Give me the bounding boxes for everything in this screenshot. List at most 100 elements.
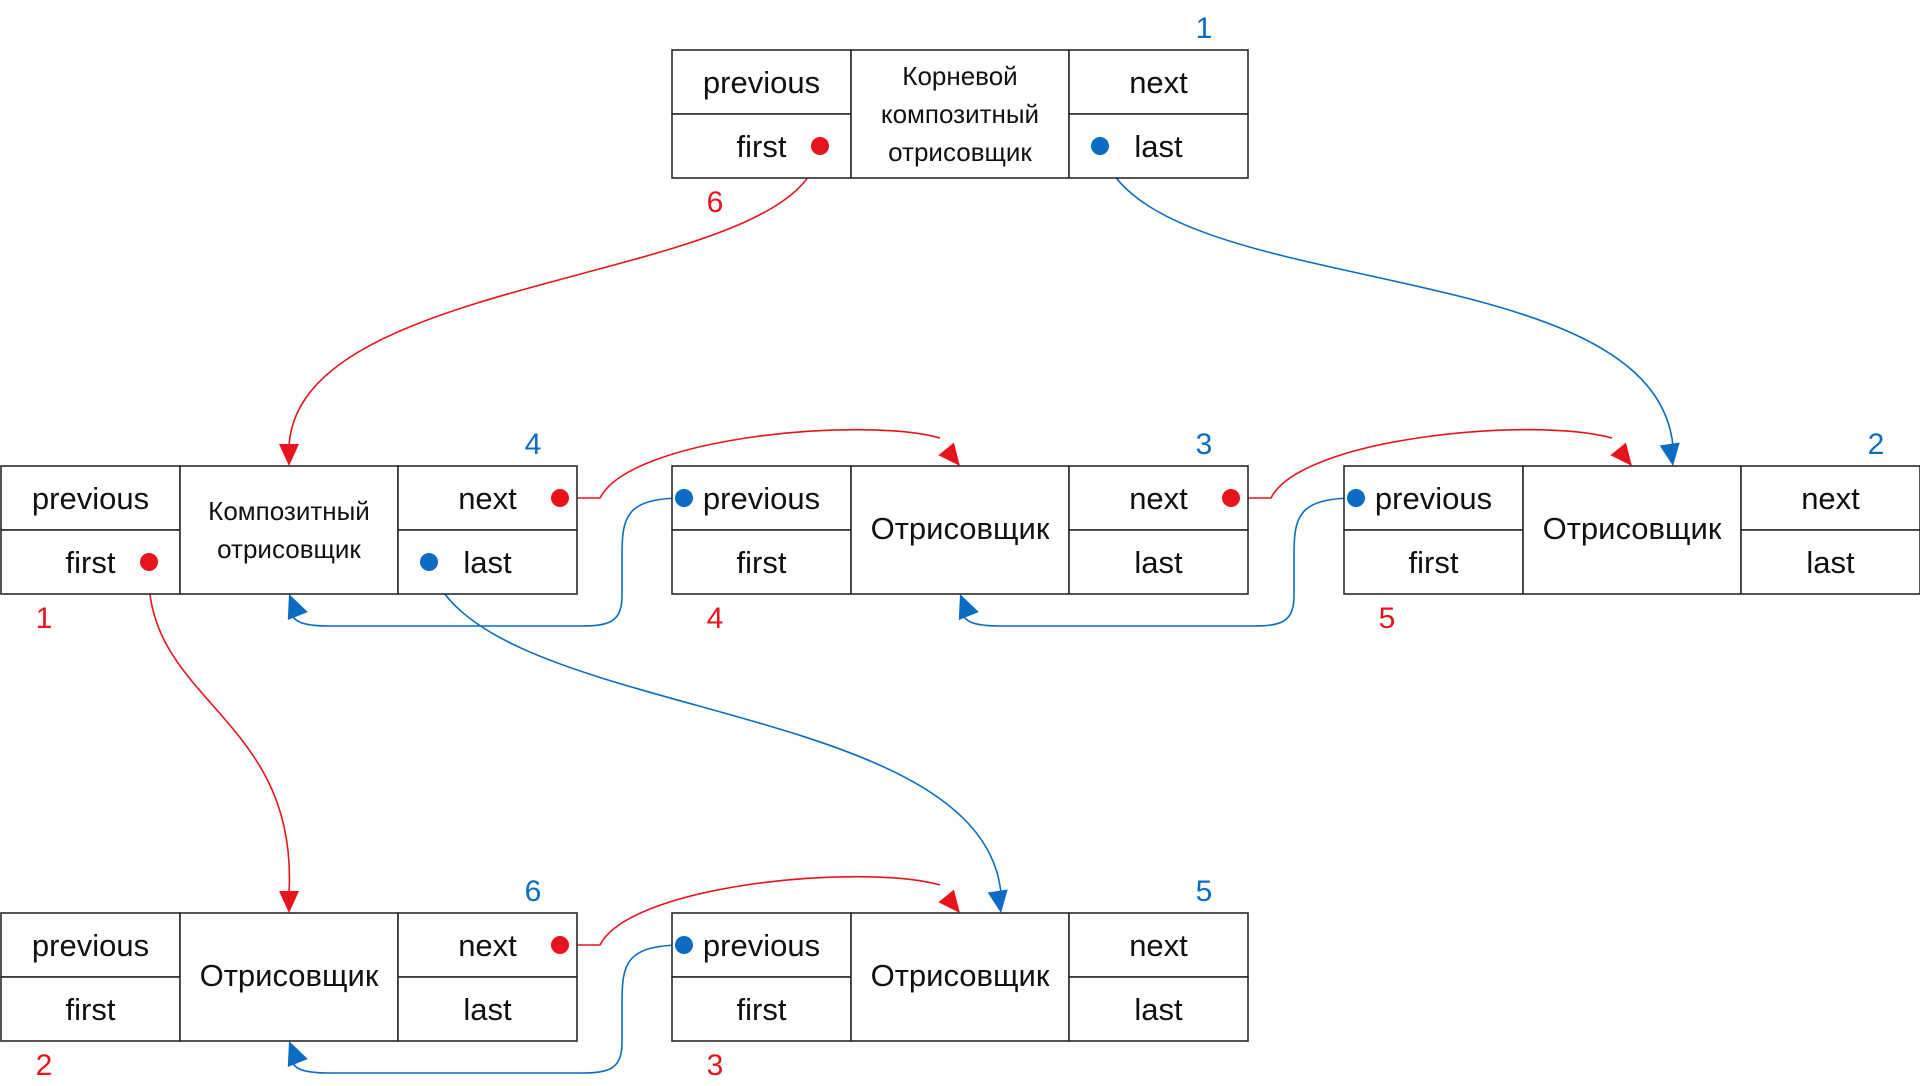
link-root-first-to-comp-arrowhead bbox=[279, 444, 299, 466]
next-label: next bbox=[1801, 481, 1860, 516]
next-label: next bbox=[458, 481, 517, 516]
last-label: last bbox=[1806, 545, 1855, 580]
last-label: last bbox=[463, 992, 512, 1027]
title-cell bbox=[850, 912, 1070, 1042]
node-title-line: Корневой bbox=[902, 61, 1017, 91]
previous-label: previous bbox=[32, 928, 149, 963]
next-label: next bbox=[1129, 928, 1188, 963]
links-layer bbox=[147, 145, 1680, 1074]
next-cell bbox=[1068, 49, 1249, 115]
link-comp-first-to-bl-dot bbox=[140, 553, 158, 571]
link-right-previous-to-mid-dot bbox=[1347, 489, 1365, 507]
last-label: last bbox=[1134, 992, 1183, 1027]
first-label: first bbox=[737, 992, 787, 1027]
last-cell bbox=[1068, 529, 1249, 595]
red-number: 3 bbox=[707, 1049, 724, 1082]
node-title-line: Отрисовщик bbox=[200, 958, 379, 993]
first-label: first bbox=[737, 545, 787, 580]
next-cell bbox=[397, 912, 578, 978]
link-mid-previous-to-comp-dot bbox=[675, 489, 693, 507]
previous-label: previous bbox=[32, 481, 149, 516]
blue-number: 2 bbox=[1868, 428, 1885, 461]
link-root-last-to-right-arrowhead bbox=[1659, 442, 1680, 466]
red-number: 1 bbox=[36, 602, 53, 635]
link-comp-first-to-bl-arrowhead bbox=[279, 891, 299, 913]
previous-cell bbox=[671, 465, 852, 531]
link-comp-first-to-bl bbox=[147, 561, 291, 894]
last-label: last bbox=[1134, 545, 1183, 580]
link-mid-previous-to-comp bbox=[290, 497, 685, 627]
previous-label: previous bbox=[1375, 481, 1492, 516]
next-label: next bbox=[1129, 65, 1188, 100]
link-bm-previous-to-bl-dot bbox=[675, 936, 693, 954]
first-label: first bbox=[737, 129, 787, 164]
node-title-line: отрисовщик bbox=[217, 534, 361, 564]
red-number: 6 bbox=[707, 186, 724, 219]
first-label: first bbox=[1409, 545, 1459, 580]
blue-number: 4 bbox=[525, 428, 542, 461]
node-bm: previous first next last Отрисовщик 5 3 bbox=[671, 875, 1249, 1082]
link-root-first-to-comp bbox=[288, 145, 821, 447]
link-comp-last-to-bm-arrowhead bbox=[987, 889, 1008, 913]
last-cell bbox=[1068, 976, 1249, 1042]
link-comp-last-to-bm bbox=[428, 561, 1002, 894]
last-label: last bbox=[1134, 129, 1183, 164]
red-number: 4 bbox=[707, 602, 724, 635]
link-right-previous-to-mid-arrowhead bbox=[958, 594, 979, 620]
node-right: previous first next last Отрисовщик 2 5 bbox=[1343, 428, 1920, 635]
title-cell bbox=[850, 49, 1070, 179]
link-comp-next-to-mid-arrowhead bbox=[938, 442, 960, 466]
link-bm-previous-to-bl bbox=[290, 944, 685, 1074]
link-bl-next-to-bm-arrowhead bbox=[938, 889, 960, 913]
link-bl-next-to-bm bbox=[560, 875, 941, 946]
link-right-previous-to-mid bbox=[961, 497, 1357, 627]
node-title-line: Отрисовщик bbox=[871, 511, 1050, 546]
title-cell bbox=[179, 465, 399, 595]
link-root-last-to-right bbox=[1099, 145, 1674, 447]
link-root-last-to-right-dot bbox=[1091, 137, 1109, 155]
link-mid-next-to-right-arrowhead bbox=[1610, 442, 1632, 466]
title-cell bbox=[179, 912, 399, 1042]
blue-number: 5 bbox=[1196, 875, 1213, 908]
next-label: next bbox=[458, 928, 517, 963]
link-comp-next-to-mid bbox=[560, 428, 941, 499]
link-mid-previous-to-comp-arrowhead bbox=[287, 594, 308, 620]
nodes-layer: previous first next last Корневой композитный… bbox=[0, 12, 1920, 1082]
first-label: first bbox=[66, 545, 116, 580]
previous-label: previous bbox=[703, 481, 820, 516]
node-root: previous first next last Корневой композитный… bbox=[671, 12, 1249, 219]
link-comp-next-to-mid-dot bbox=[551, 489, 569, 507]
link-mid-next-to-right-dot bbox=[1222, 489, 1240, 507]
first-cell bbox=[1343, 529, 1524, 595]
node-title-line: отрисовщик bbox=[888, 137, 1032, 167]
title-cell bbox=[850, 465, 1070, 595]
node-title-line: Композитный bbox=[208, 496, 370, 526]
link-root-first-to-comp-dot bbox=[811, 137, 829, 155]
next-cell bbox=[397, 465, 578, 531]
node-mid: previous first next last Отрисовщик 3 4 bbox=[671, 428, 1249, 635]
node-title-line: композитный bbox=[881, 99, 1039, 129]
pointer-dots-layer bbox=[140, 137, 1365, 954]
link-bm-previous-to-bl-arrowhead bbox=[287, 1041, 308, 1067]
first-cell bbox=[671, 976, 852, 1042]
link-comp-last-to-bm-dot bbox=[420, 553, 438, 571]
previous-cell bbox=[0, 912, 181, 978]
last-label: last bbox=[463, 545, 512, 580]
blue-number: 1 bbox=[1196, 12, 1213, 45]
blue-number: 6 bbox=[525, 875, 542, 908]
link-mid-next-to-right bbox=[1231, 428, 1613, 499]
last-cell bbox=[397, 976, 578, 1042]
node-title-line: Отрисовщик bbox=[871, 958, 1050, 993]
blue-number: 3 bbox=[1196, 428, 1213, 461]
last-cell bbox=[1740, 529, 1920, 595]
red-number: 5 bbox=[1379, 602, 1396, 635]
previous-label: previous bbox=[703, 65, 820, 100]
link-bl-next-to-bm-dot bbox=[551, 936, 569, 954]
first-cell bbox=[0, 976, 181, 1042]
next-label: next bbox=[1129, 481, 1188, 516]
node-title-line: Отрисовщик bbox=[1543, 511, 1722, 546]
previous-label: previous bbox=[703, 928, 820, 963]
first-label: first bbox=[66, 992, 116, 1027]
